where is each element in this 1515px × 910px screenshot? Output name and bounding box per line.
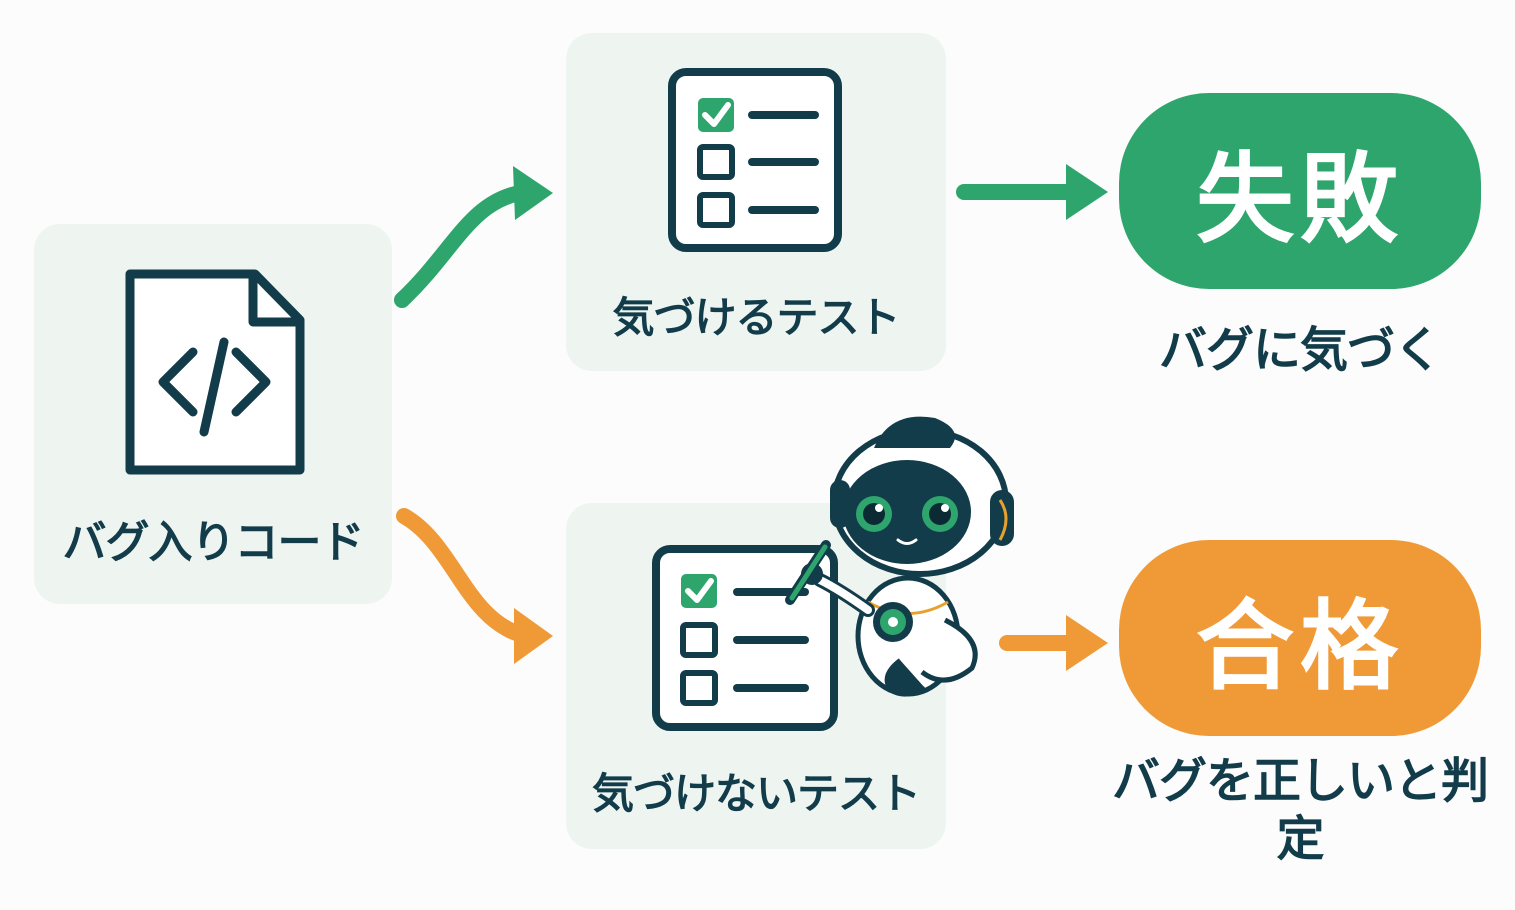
arrow-right-icon [394, 184, 533, 308]
good-test-label: 気づけるテスト [612, 293, 900, 342]
fail-badge: 失敗 [1119, 93, 1481, 289]
bad-test-label: 気づけないテスト [591, 769, 921, 818]
arrow-right-icon [1066, 164, 1108, 220]
arrow-right-icon [1066, 615, 1108, 671]
fail-caption: バグに気づく [1158, 322, 1442, 378]
arrow-right-icon [513, 166, 553, 220]
pass-badge: 合格 [1119, 540, 1481, 736]
arrow-right-icon [396, 508, 533, 644]
buggy-code-label: バグ入りコード [62, 517, 365, 568]
pass-caption: バグを正しいと判定 [1111, 753, 1489, 867]
arrow-right-icon [514, 608, 553, 664]
